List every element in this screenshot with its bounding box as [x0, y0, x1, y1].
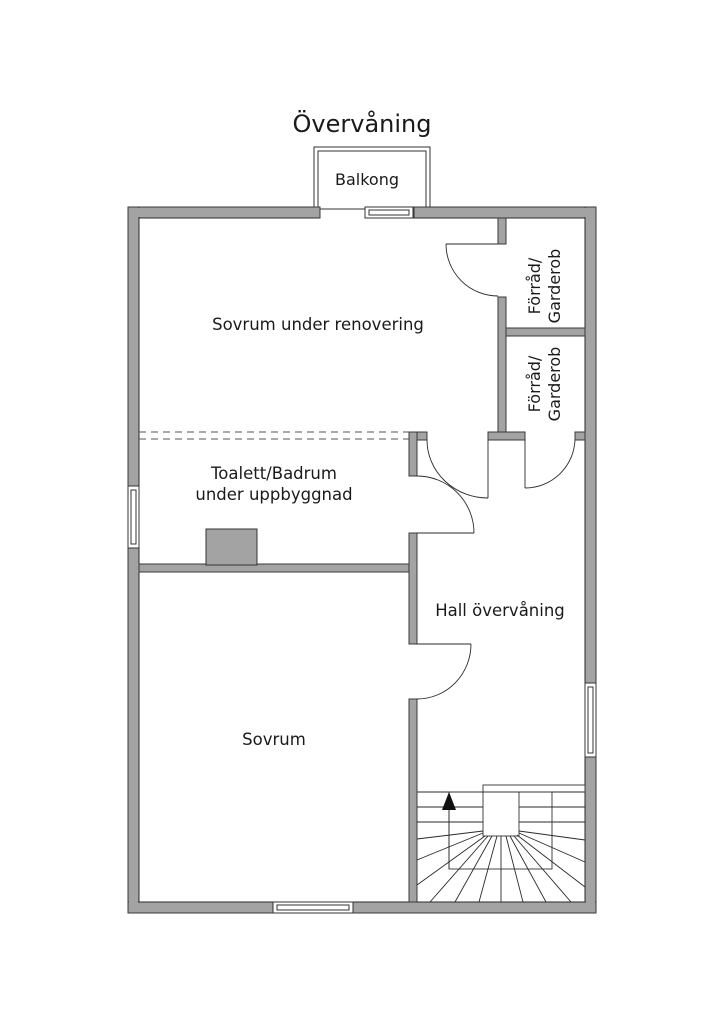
svg-text:Förråd/: Förråd/: [525, 355, 544, 412]
staircase: [416, 784, 586, 903]
interior-walls: [138, 217, 586, 903]
windows: [127, 206, 597, 914]
shaft: [205, 528, 258, 566]
room-label-storage-top: Förråd/ Garderob: [525, 249, 564, 324]
room-label-hall: Hall övervåning: [435, 601, 565, 620]
outer-walls: [127, 206, 597, 914]
svg-text:Förråd/: Förråd/: [525, 257, 544, 314]
svg-text:under uppbyggnad: under uppbyggnad: [195, 485, 352, 504]
room-label-balcony: Balkong: [335, 170, 399, 189]
balcony: Balkong: [313, 146, 431, 210]
room-label-bedroom-renovation: Sovrum under renovering: [212, 315, 424, 334]
svg-text:Garderob: Garderob: [545, 347, 564, 422]
room-label-storage-middle: Förråd/ Garderob: [525, 347, 564, 422]
svg-text:Toalett/Badrum: Toalett/Badrum: [210, 464, 337, 483]
up-arrow-icon: [442, 792, 456, 810]
doors: [416, 243, 576, 700]
floor-title: Övervåning: [293, 109, 432, 138]
room-label-bathroom: Toalett/Badrum under uppbyggnad: [195, 464, 352, 504]
svg-text:Garderob: Garderob: [545, 249, 564, 324]
room-label-bedroom: Sovrum: [242, 730, 306, 749]
